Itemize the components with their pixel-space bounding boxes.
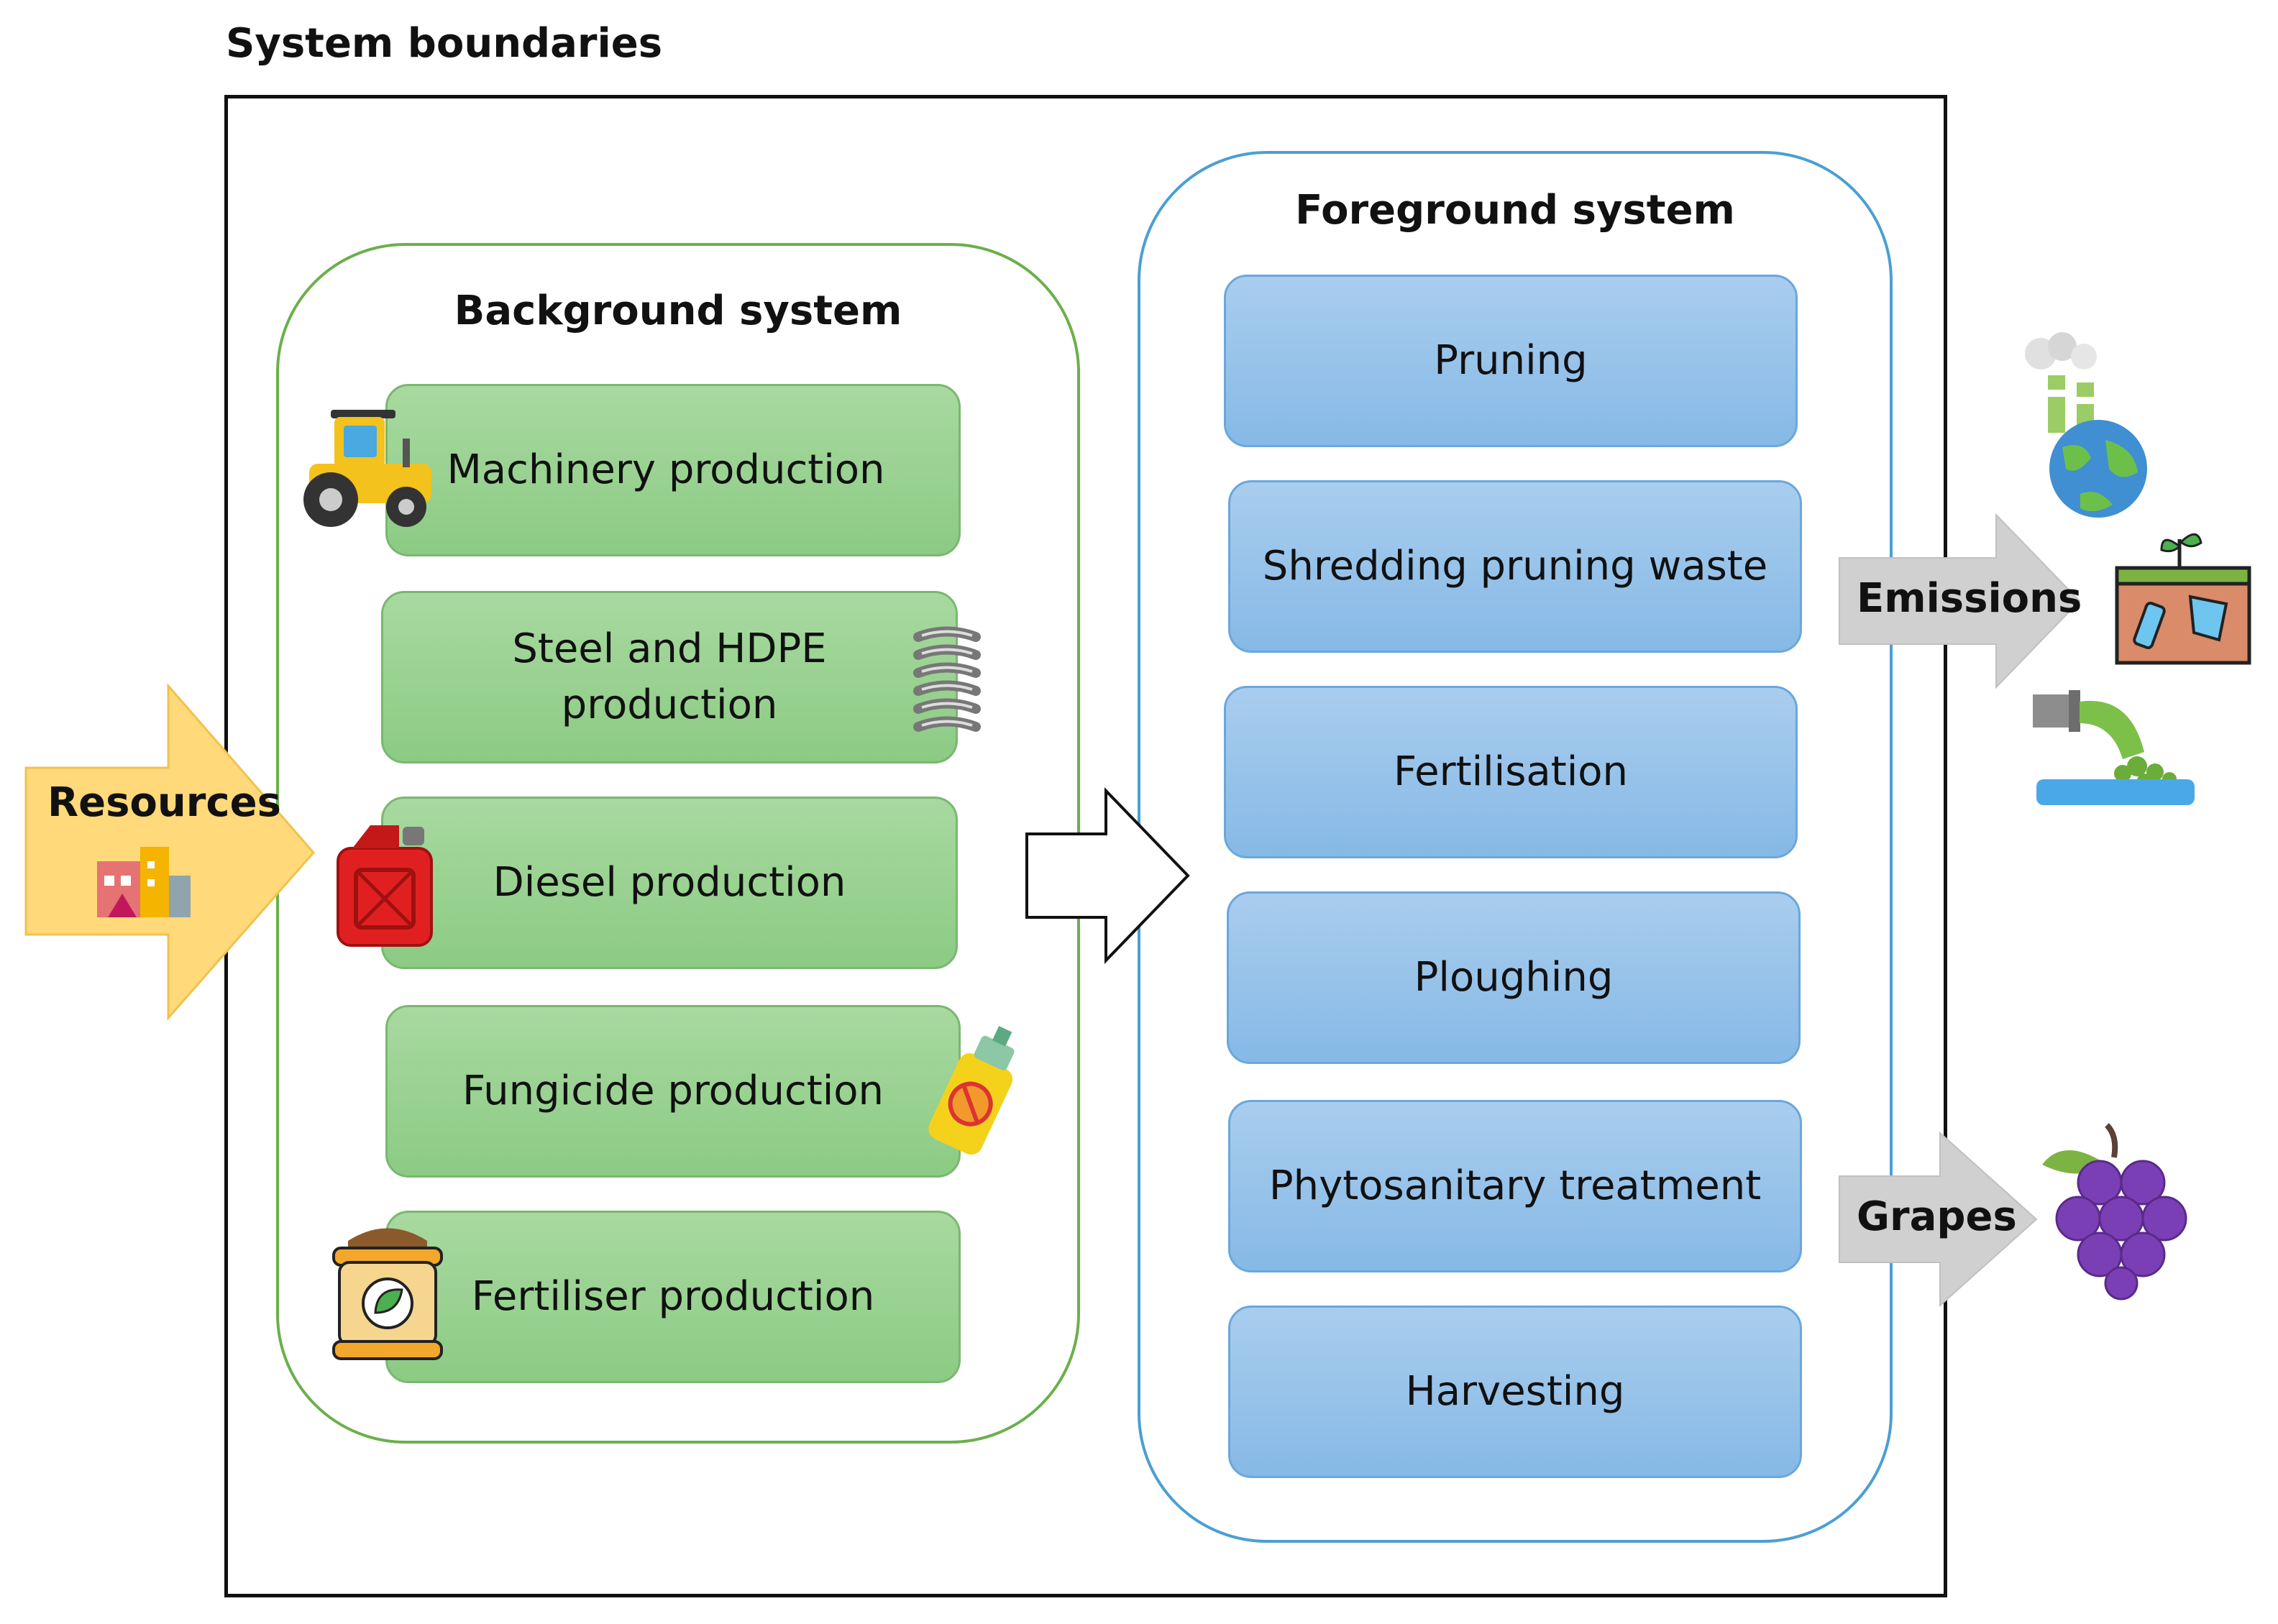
- fungicide-production-label: Fungicide production: [462, 1067, 884, 1114]
- spray-can-icon: [928, 1026, 1015, 1155]
- fertiliser-production-box: Fertiliser production: [385, 1211, 961, 1383]
- air-pollution-earth-icon: [2025, 332, 2147, 518]
- harvesting-label: Harvesting: [1405, 1367, 1625, 1415]
- harvesting-box: Harvesting: [1228, 1306, 1802, 1478]
- phytosanitary-treatment-label: Phytosanitary treatment: [1268, 1162, 1762, 1209]
- emissions-label: Emissions: [1857, 575, 2082, 622]
- machinery-production-label: Machinery production: [447, 446, 885, 493]
- machinery-production-box: Machinery production: [385, 384, 961, 556]
- grapes-label: Grapes: [1857, 1193, 2017, 1240]
- resources-label: Resources: [47, 779, 281, 826]
- fertiliser-sack-icon: [332, 1228, 443, 1360]
- steel-hdpe-production-box: Steel and HDPE production: [381, 591, 958, 763]
- water-pollution-icon: [2033, 690, 2195, 805]
- pruning-box: Pruning: [1224, 275, 1798, 447]
- diesel-production-label: Diesel production: [493, 858, 846, 906]
- phytosanitary-treatment-box: Phytosanitary treatment: [1228, 1100, 1802, 1272]
- grapes-icon: [2042, 1123, 2187, 1300]
- background-to-foreground-arrow: [1025, 787, 1190, 964]
- resources-factory-icon: [97, 847, 191, 917]
- spring-coil-icon: [913, 626, 981, 732]
- ploughing-box: Ploughing: [1227, 891, 1801, 1064]
- fungicide-production-box: Fungicide production: [385, 1005, 961, 1178]
- fertilisation-label: Fertilisation: [1393, 748, 1629, 795]
- diagram-title: System boundaries: [226, 20, 663, 67]
- diesel-production-box: Diesel production: [381, 797, 958, 969]
- shredding-pruning-waste-label: Shredding pruning waste: [1262, 542, 1768, 589]
- emissions-arrow: [1839, 513, 2081, 689]
- background-system-title: Background system: [454, 288, 902, 334]
- tractor-icon: [303, 410, 431, 527]
- pruning-label: Pruning: [1434, 336, 1588, 384]
- resources-arrow: [24, 682, 315, 1021]
- shredding-pruning-waste-box: Shredding pruning waste: [1228, 480, 1802, 653]
- steel-hdpe-production-label: Steel and HDPE production: [512, 625, 827, 728]
- fuel-canister-icon: [337, 825, 433, 947]
- foreground-system-title: Foreground system: [1295, 187, 1735, 234]
- ploughing-label: Ploughing: [1414, 953, 1614, 1001]
- soil-pollution-icon: [2115, 533, 2251, 665]
- fertilisation-box: Fertilisation: [1224, 686, 1798, 858]
- fertiliser-production-label: Fertiliser production: [471, 1272, 875, 1320]
- grapes-arrow: [1839, 1131, 2038, 1308]
